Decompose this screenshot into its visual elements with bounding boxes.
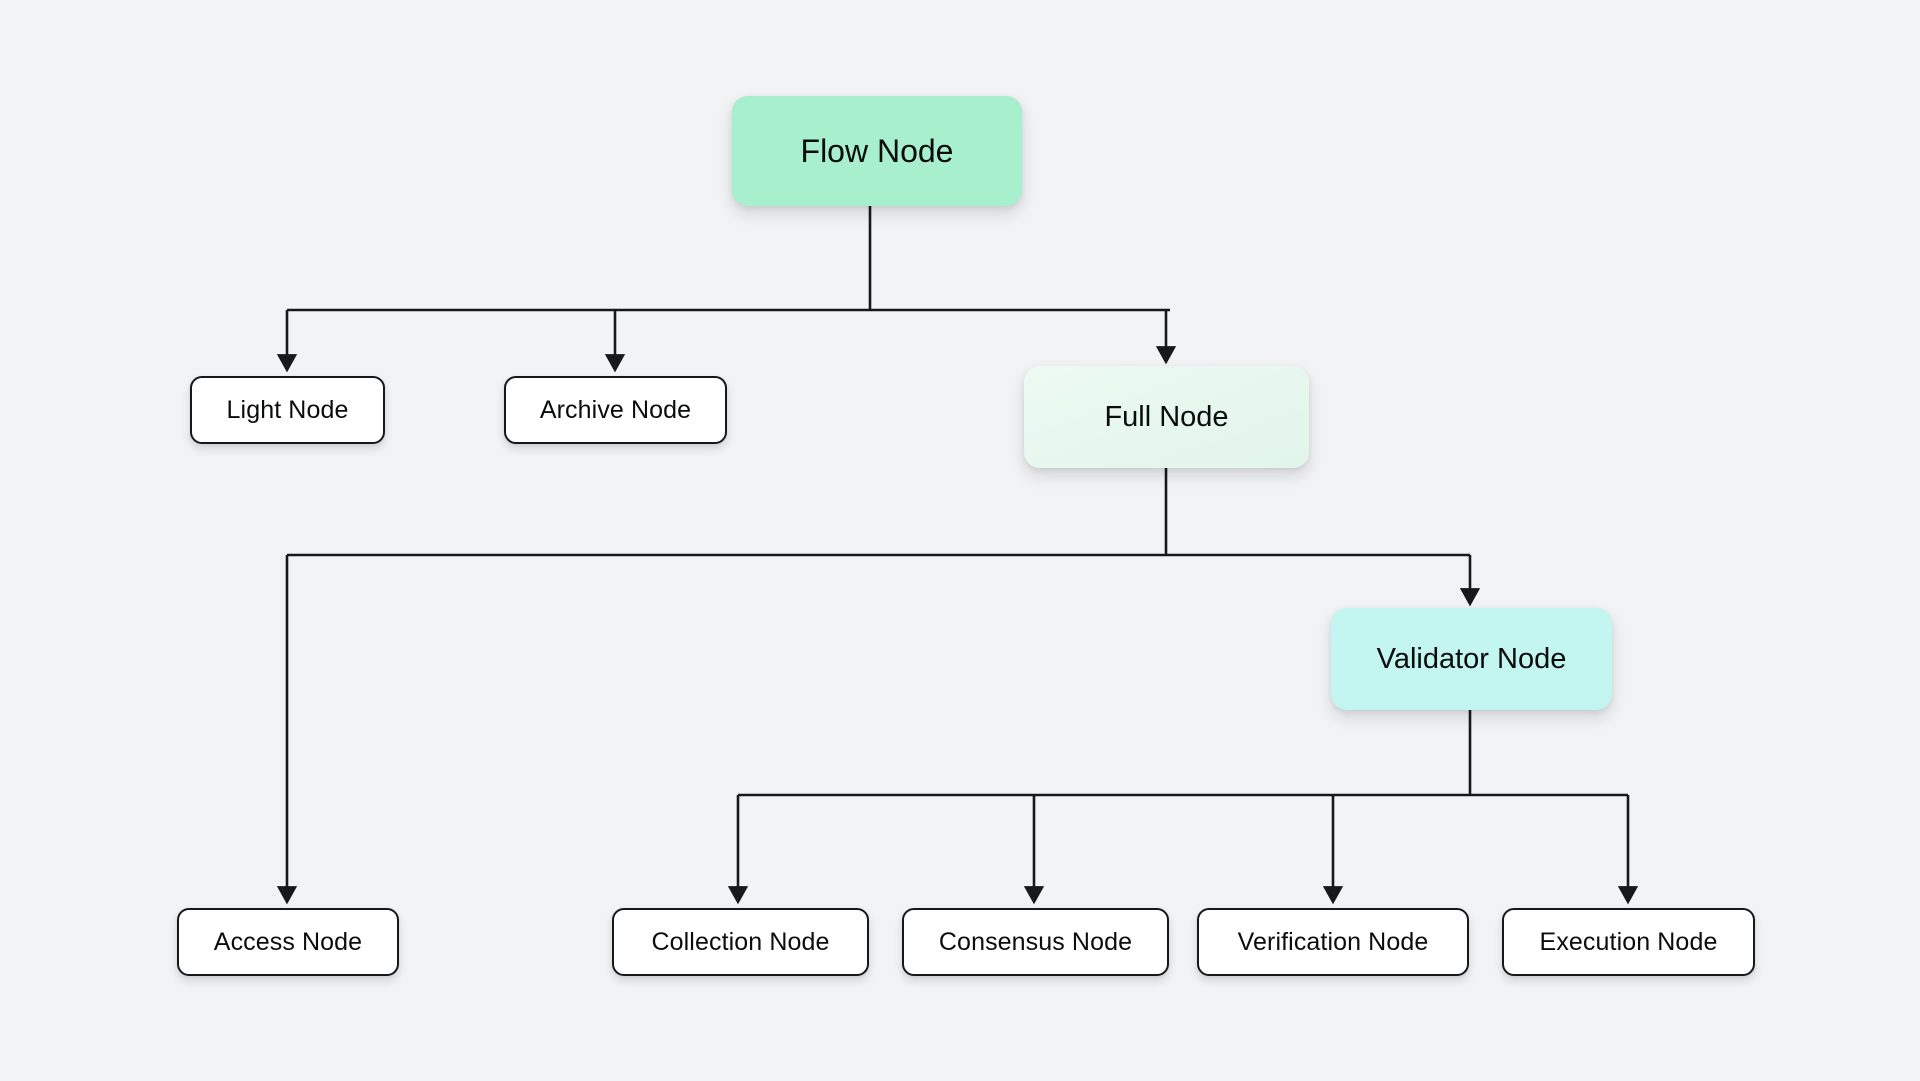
node-light-node[interactable]: Light Node [190, 376, 385, 444]
node-label-consensus-node: Consensus Node [938, 927, 1133, 956]
node-label-validator-node: Validator Node [1376, 642, 1567, 675]
node-label-flow-node: Flow Node [800, 132, 954, 169]
node-access-node[interactable]: Access Node [177, 908, 399, 976]
node-label-full-node: Full Node [1104, 400, 1229, 433]
node-label-light-node: Light Node [226, 395, 349, 424]
node-label-collection-node: Collection Node [651, 927, 830, 956]
node-label-verification-node: Verification Node [1237, 927, 1429, 956]
node-verification-node[interactable]: Verification Node [1197, 908, 1469, 976]
node-label-execution-node: Execution Node [1539, 927, 1718, 956]
node-archive-node[interactable]: Archive Node [504, 376, 727, 444]
node-flow-node[interactable]: Flow Node [732, 96, 1022, 206]
node-consensus-node[interactable]: Consensus Node [902, 908, 1169, 976]
node-validator-node[interactable]: Validator Node [1331, 608, 1612, 710]
node-label-access-node: Access Node [213, 927, 363, 956]
node-full-node[interactable]: Full Node [1024, 366, 1309, 468]
node-collection-node[interactable]: Collection Node [612, 908, 869, 976]
node-label-archive-node: Archive Node [539, 395, 692, 424]
node-execution-node[interactable]: Execution Node [1502, 908, 1755, 976]
